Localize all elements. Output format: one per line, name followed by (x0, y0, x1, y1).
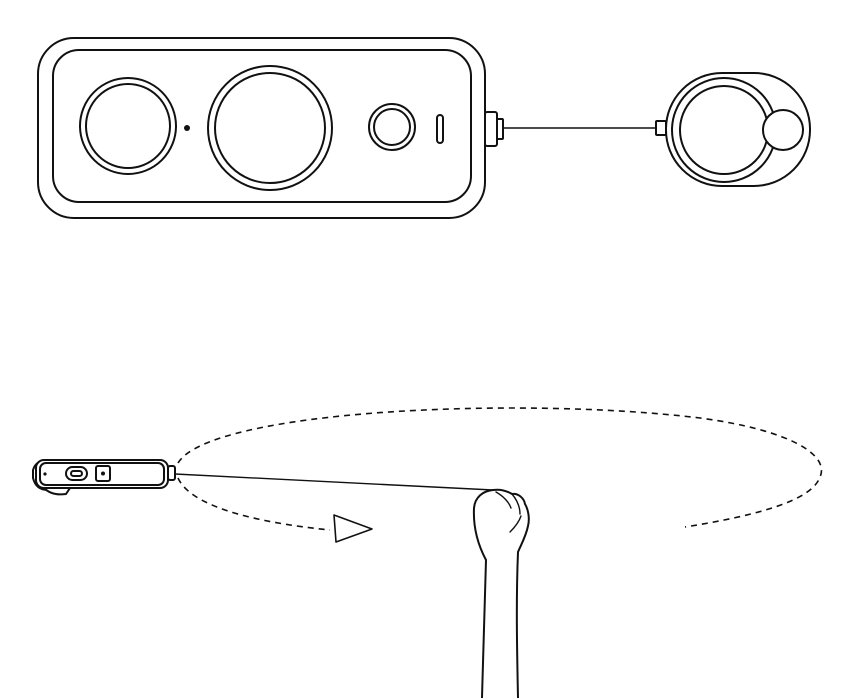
left-lens-icon (79, 77, 177, 175)
remote-ring-icon (671, 77, 777, 183)
side-button-icon (95, 465, 111, 482)
remote-connector-icon (655, 120, 667, 136)
camera-outer-body (37, 37, 486, 219)
main-lens-icon (207, 65, 333, 191)
camera-side-view-icon (32, 458, 176, 496)
side-body-inner (39, 462, 165, 486)
side-mic-dot-icon (43, 472, 47, 476)
side-connector-icon (167, 465, 176, 481)
thumb-line (509, 515, 522, 533)
finger-crease-1 (495, 491, 512, 509)
remote-control-icon (655, 72, 811, 187)
forearm-outline (472, 488, 530, 698)
shutter-button-icon (368, 103, 416, 151)
camera-tether-connector-icon (484, 111, 504, 147)
camera-inner-face (52, 49, 472, 203)
orbit-front-dashed-line (177, 477, 331, 531)
side-button-dot-icon (101, 471, 105, 476)
side-usb-port-icon (65, 466, 88, 481)
status-light-icon (436, 114, 444, 144)
side-lens-bottom-icon (41, 487, 72, 496)
swing-tether-cable (174, 473, 494, 491)
remote-button-icon (762, 109, 804, 151)
camera-front-view (37, 37, 504, 219)
orbit-back-dashed-line (177, 407, 823, 528)
finger-crease-2 (511, 493, 521, 515)
hand-icon (472, 488, 530, 698)
microphone-dot-icon (184, 125, 190, 131)
remote-outer-shell (665, 72, 811, 187)
side-usb-inner-icon (70, 470, 83, 477)
remote-face-icon (679, 85, 769, 175)
direction-arrow-icon (333, 514, 373, 543)
